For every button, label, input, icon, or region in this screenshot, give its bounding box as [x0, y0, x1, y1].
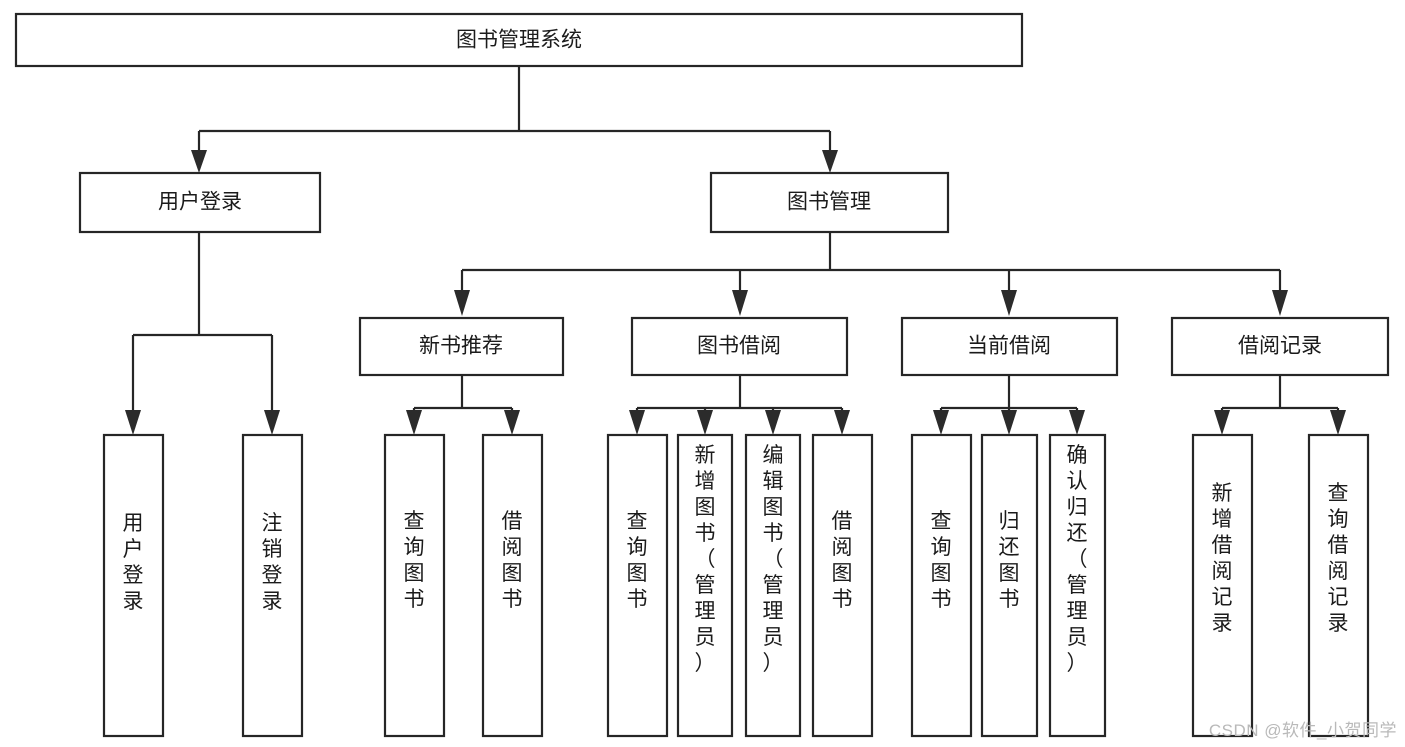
- connector-group-borrow-record: [1214, 375, 1346, 435]
- arrow-head-leaf-query-book-1: [406, 410, 422, 435]
- node-book-borrow-label: 图书借阅: [697, 335, 781, 358]
- connector-group-current-borrow: [933, 375, 1085, 435]
- node-borrow-record-box[interactable]: [1170, 316, 1390, 377]
- node-leaf-query-book-1-label: 查询图书: [404, 510, 425, 611]
- node-new-book-recommend-box[interactable]: [358, 316, 565, 377]
- arrow-head-leaf-logout-login: [264, 410, 280, 435]
- node-leaf-return-book-box[interactable]: [980, 433, 1039, 738]
- node-new-book-recommend[interactable]: 新书推荐: [358, 316, 565, 377]
- csdn-watermark: CSDN @软件_小贺同学: [1208, 721, 1397, 740]
- node-leaf-query-record-box[interactable]: [1307, 433, 1370, 738]
- arrow-head-leaf-add-book: [697, 410, 713, 435]
- node-leaf-borrow-book-2-box[interactable]: [811, 433, 874, 738]
- arrow-head-book-manage: [822, 150, 838, 173]
- node-borrow-record-label: 借阅记录: [1238, 335, 1322, 358]
- arrow-head-leaf-confirm-return: [1069, 410, 1085, 435]
- node-leaf-query-book-3[interactable]: 查询图书: [910, 433, 973, 738]
- node-leaf-user-login-label: 用户登录: [123, 512, 144, 613]
- node-leaf-query-record[interactable]: 查询借阅记录: [1307, 433, 1370, 738]
- node-root-label: 图书管理系统: [456, 29, 582, 52]
- node-borrow-record[interactable]: 借阅记录: [1170, 316, 1390, 377]
- node-leaf-confirm-return-box[interactable]: [1048, 433, 1107, 738]
- connector-group-root: [191, 66, 838, 173]
- node-leaf-add-record-box[interactable]: [1191, 433, 1254, 738]
- arrow-head-leaf-add-record: [1214, 410, 1230, 435]
- arrow-head-leaf-query-book-3: [933, 410, 949, 435]
- node-leaf-logout-login-label: 注销登录: [262, 512, 283, 613]
- node-leaf-edit-book-label: 编辑图书（管理员）: [763, 444, 784, 675]
- arrow-head-new-book-recommend: [454, 290, 470, 316]
- node-book-manage-label: 图书管理: [787, 191, 871, 214]
- connector-group-user-login: [125, 232, 280, 435]
- arrow-head-user-login: [191, 150, 207, 173]
- node-leaf-return-book[interactable]: 归还图书: [980, 433, 1039, 738]
- node-book-manage-box[interactable]: [709, 171, 950, 234]
- node-leaf-borrow-book-2[interactable]: 借阅图书: [811, 433, 874, 738]
- node-leaf-query-book-3-label: 查询图书: [931, 510, 952, 611]
- node-leaf-user-login[interactable]: 用户登录: [102, 433, 165, 738]
- node-leaf-query-book-2[interactable]: 查询图书: [606, 433, 669, 738]
- node-book-borrow[interactable]: 图书借阅: [630, 316, 849, 377]
- node-leaf-query-book-1[interactable]: 查询图书: [383, 433, 446, 738]
- node-root[interactable]: 图书管理系统: [14, 12, 1024, 68]
- arrow-head-book-borrow: [732, 290, 748, 316]
- arrow-head-leaf-edit-book: [765, 410, 781, 435]
- node-current-borrow-box[interactable]: [900, 316, 1119, 377]
- node-leaf-borrow-book-1-box[interactable]: [481, 433, 544, 738]
- node-leaf-add-book[interactable]: 新增图书（管理员）: [676, 433, 734, 738]
- node-leaf-query-book-2-box[interactable]: [606, 433, 669, 738]
- node-new-book-recommend-label: 新书推荐: [419, 335, 503, 358]
- connector-group-new-book-recommend: [406, 375, 520, 435]
- node-book-manage[interactable]: 图书管理: [709, 171, 950, 234]
- node-leaf-add-record-label: 新增借阅记录: [1212, 482, 1233, 635]
- node-leaf-user-login-box[interactable]: [102, 433, 165, 738]
- arrow-head-leaf-borrow-book-1: [504, 410, 520, 435]
- arrow-head-current-borrow: [1001, 290, 1017, 316]
- node-leaf-confirm-return[interactable]: 确认归还（管理员）: [1048, 433, 1107, 738]
- node-leaf-edit-book-box[interactable]: [744, 433, 802, 738]
- arrow-head-leaf-query-book-2: [629, 410, 645, 435]
- node-leaf-add-book-label: 新增图书（管理员）: [695, 444, 716, 675]
- node-user-login-box[interactable]: [78, 171, 322, 234]
- arrow-head-leaf-query-record: [1330, 410, 1346, 435]
- node-leaf-confirm-return-label: 确认归还（管理员）: [1067, 444, 1088, 675]
- node-leaf-borrow-book-2-label: 借阅图书: [832, 510, 853, 611]
- arrow-head-leaf-return-book: [1001, 410, 1017, 435]
- node-user-login-label: 用户登录: [158, 191, 242, 214]
- node-leaf-edit-book[interactable]: 编辑图书（管理员）: [744, 433, 802, 738]
- node-leaf-return-book-label: 归还图书: [999, 510, 1020, 611]
- node-user-login[interactable]: 用户登录: [78, 171, 322, 234]
- arrow-head-borrow-record: [1272, 290, 1288, 316]
- node-leaf-logout-login-box[interactable]: [241, 433, 304, 738]
- node-leaf-borrow-book-1-label: 借阅图书: [502, 510, 523, 611]
- arrow-head-leaf-borrow-book-2: [834, 410, 850, 435]
- node-leaf-add-record[interactable]: 新增借阅记录: [1191, 433, 1254, 738]
- node-leaf-logout-login[interactable]: 注销登录: [241, 433, 304, 738]
- connector-group-book-manage: [454, 232, 1288, 316]
- arrow-head-leaf-user-login: [125, 410, 141, 435]
- node-current-borrow[interactable]: 当前借阅: [900, 316, 1119, 377]
- node-leaf-query-record-label: 查询借阅记录: [1328, 482, 1349, 635]
- node-leaf-add-book-box[interactable]: [676, 433, 734, 738]
- connector-group-book-borrow: [629, 375, 850, 435]
- node-root-box[interactable]: [14, 12, 1024, 68]
- node-leaf-query-book-3-box[interactable]: [910, 433, 973, 738]
- node-leaf-query-book-1-box[interactable]: [383, 433, 446, 738]
- node-current-borrow-label: 当前借阅: [967, 335, 1051, 358]
- node-leaf-query-book-2-label: 查询图书: [627, 510, 648, 611]
- node-book-borrow-box[interactable]: [630, 316, 849, 377]
- node-leaf-borrow-book-1[interactable]: 借阅图书: [481, 433, 544, 738]
